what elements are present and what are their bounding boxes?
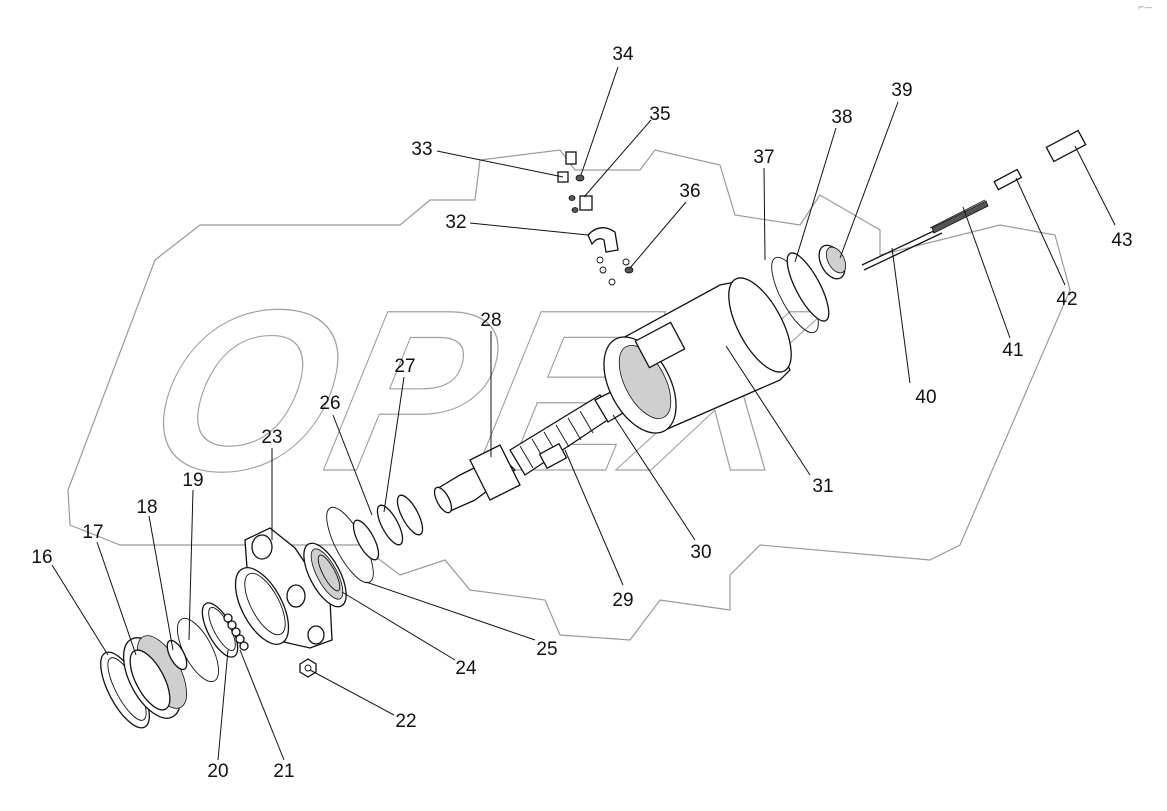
callout-41: 41 — [1002, 340, 1023, 361]
callout-38: 38 — [831, 107, 852, 128]
leader-lines — [51, 66, 1116, 761]
part-27-rings — [376, 494, 424, 546]
part-24-roller-bearing — [303, 542, 347, 608]
part-23-main-housing — [234, 527, 333, 649]
callout-25: 25 — [536, 639, 557, 660]
part-21-ball-bearings — [223, 613, 249, 651]
callout-32: 32 — [445, 212, 466, 233]
part-42-pin — [993, 168, 1023, 191]
part-28-spool-shaft — [433, 444, 521, 514]
part-19-thin-ring — [176, 617, 220, 683]
corner-mark: ⌐— — [1138, 3, 1153, 12]
part-35-fitting — [568, 195, 593, 213]
callout-40: 40 — [915, 387, 936, 408]
part-43-sleeve — [1045, 129, 1087, 163]
callout-19: 19 — [182, 470, 203, 491]
callout-22: 22 — [395, 711, 416, 732]
callout-20: 20 — [207, 761, 228, 782]
part-38-seal-ring — [786, 252, 830, 322]
callout-27: 27 — [394, 356, 415, 377]
part-32-elbow-fitting — [587, 227, 630, 286]
callout-42: 42 — [1056, 289, 1077, 310]
callout-39: 39 — [891, 80, 912, 101]
part-17-housing-cap — [122, 635, 188, 719]
part-34-washer — [575, 174, 585, 182]
part-41-spring — [929, 199, 989, 234]
part-39-gland-nut — [818, 244, 847, 280]
callout-33: 33 — [411, 139, 432, 160]
callout-34: 34 — [612, 44, 634, 65]
callout-23: 23 — [261, 427, 282, 448]
callout-16: 16 — [31, 547, 52, 568]
part-40-rod — [861, 227, 943, 271]
callout-31: 31 — [812, 476, 833, 497]
callout-43: 43 — [1111, 230, 1132, 251]
callout-29: 29 — [612, 590, 633, 611]
callout-30: 30 — [690, 542, 711, 563]
callout-24: 24 — [455, 658, 477, 679]
callout-36: 36 — [679, 181, 700, 202]
watermark-gear-outline — [67, 149, 1071, 641]
callout-35: 35 — [649, 104, 670, 125]
callout-labels: 16 17 18 19 20 21 22 23 24 25 26 27 28 2… — [31, 44, 1132, 782]
part-22-nut — [299, 658, 317, 678]
callout-37: 37 — [753, 147, 774, 168]
callout-18: 18 — [136, 497, 157, 518]
callout-21: 21 — [273, 761, 294, 782]
part-36-small-seal — [624, 266, 634, 274]
callout-17: 17 — [82, 522, 103, 543]
callout-26: 26 — [319, 393, 340, 414]
part-26-ring — [352, 519, 380, 561]
callout-28: 28 — [480, 310, 501, 331]
part-31-cylinder-body — [603, 277, 792, 434]
